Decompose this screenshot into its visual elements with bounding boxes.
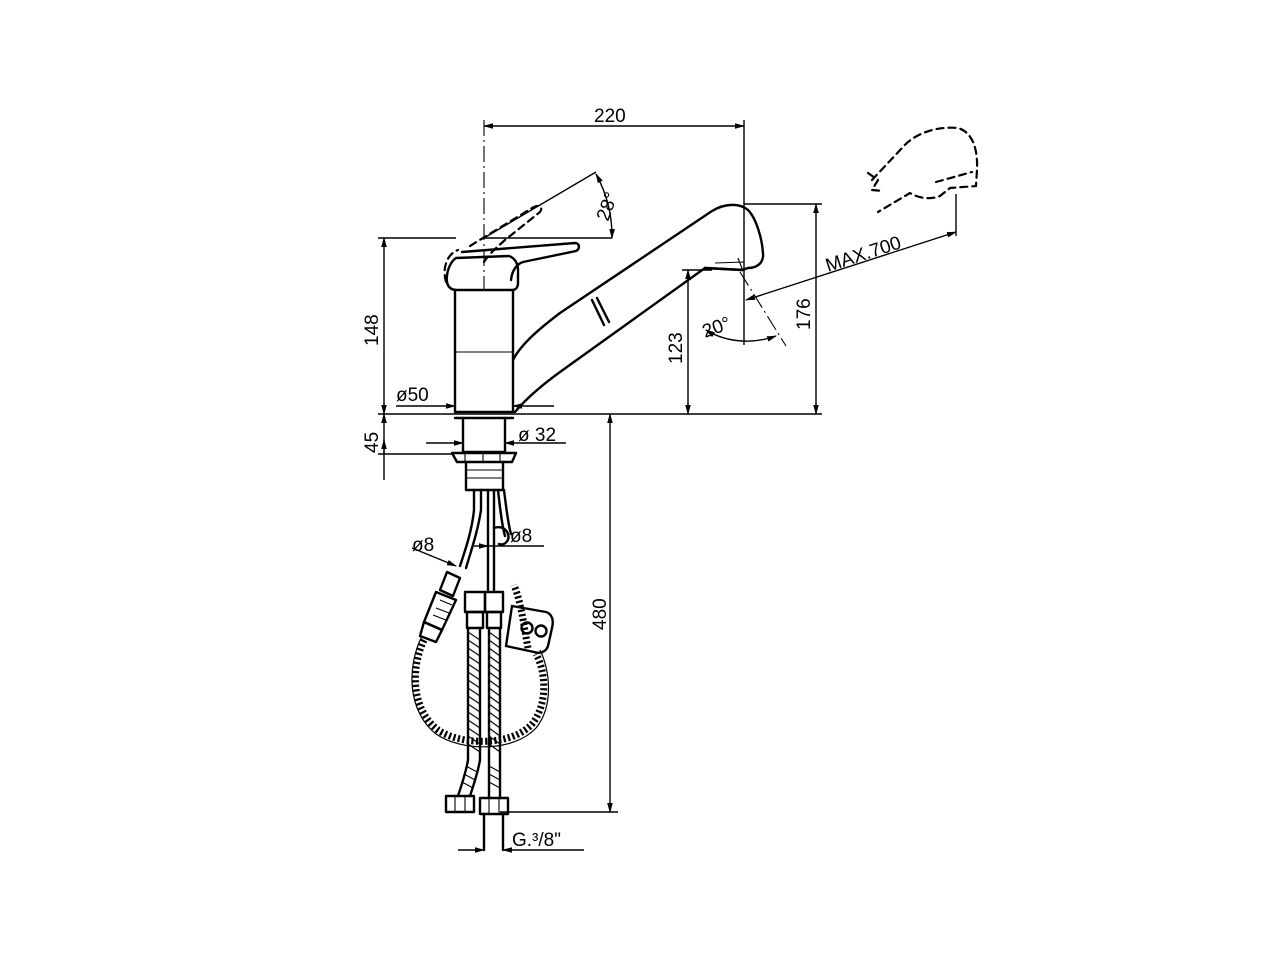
dim-diameter-32: ø 32 (518, 425, 556, 446)
dim-width-220: 220 (594, 106, 626, 127)
dim-height-176: 176 (794, 298, 815, 330)
hoses (411, 488, 554, 852)
dim-height-148: 148 (362, 314, 383, 346)
dim-thread: G.³/8" (512, 830, 561, 851)
dim-height-45: 45 (362, 432, 383, 453)
dimension-lines (381, 123, 957, 853)
dim-hose-diameter-left: ø8 (412, 535, 434, 556)
faucet-body (445, 203, 765, 492)
dim-diameter-50: ø50 (396, 385, 429, 406)
dim-spray-angle: 20° (700, 313, 734, 343)
dim-hose-diameter-right: ø8 (510, 526, 532, 547)
alternate-positions (443, 126, 979, 284)
dim-handle-angle: 28° (593, 190, 623, 224)
dim-height-123: 123 (666, 332, 687, 364)
dim-spout-reach: MAX.700 (823, 233, 904, 277)
dim-hose-length-480: 480 (590, 598, 611, 630)
